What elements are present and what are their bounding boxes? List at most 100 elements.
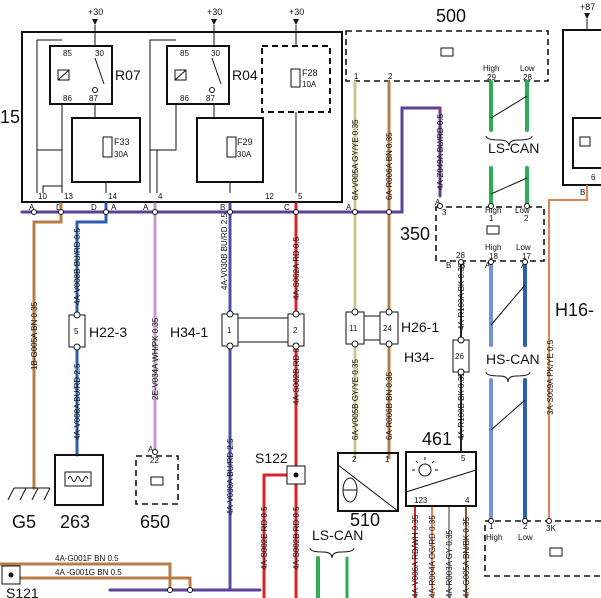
wire-label: 4A-V030B BU/RD 2.5	[220, 213, 229, 290]
module-label: 461	[422, 429, 452, 449]
svg-text:87: 87	[206, 94, 215, 103]
connector-label: H34-	[404, 349, 435, 365]
connector-h34-2: H34- 26	[404, 336, 470, 376]
svg-text:30A: 30A	[114, 150, 129, 159]
svg-text:2: 2	[293, 326, 298, 335]
supply-30-3: +30	[289, 7, 304, 32]
hs-can-pair: HS-CAN	[485, 260, 540, 522]
svg-text:18: 18	[489, 252, 498, 261]
svg-text:1: 1	[227, 326, 232, 335]
svg-text:A: A	[29, 203, 35, 212]
svg-text:13: 13	[64, 192, 73, 201]
module-right: 6 B	[562, 29, 601, 197]
svg-text:85: 85	[180, 49, 189, 58]
connector-h34-1: H34-1 1 2	[170, 310, 305, 350]
wire-label: 4A -G001G BN 0.5	[55, 568, 122, 577]
module-label: 350	[400, 224, 430, 244]
svg-text:B: B	[446, 261, 451, 270]
module-350: 350 High Low 1 2 High Low 18 17 28 B B A…	[400, 198, 545, 270]
connector-label: H26-1	[401, 319, 439, 335]
wire-label: 6A-R006B BN 0.35	[385, 371, 394, 440]
module-label: 510	[350, 510, 380, 530]
svg-text:26: 26	[455, 352, 464, 361]
wire-label: 6A-V005B GY/YE 0.35	[351, 359, 360, 440]
box-connector-letters: A D D A A B C A	[29, 203, 352, 212]
wire-4a-z049a	[20, 106, 442, 214]
relay-switch-icon	[211, 57, 222, 85]
svg-text:Low: Low	[516, 243, 531, 252]
relay-coil-icon	[174, 69, 187, 81]
ls-can-bottom: LS-CAN	[309, 527, 363, 598]
svg-text:2: 2	[352, 455, 357, 464]
svg-text:4: 4	[465, 496, 470, 505]
svg-text:5: 5	[74, 327, 79, 336]
svg-text:1: 1	[354, 72, 359, 81]
light-sensor-icon	[418, 463, 432, 477]
svg-text:A: A	[148, 445, 154, 454]
svg-text:5: 5	[461, 454, 466, 463]
relay-switch-icon	[94, 57, 105, 85]
splice-s122: S122	[255, 450, 306, 485]
svg-text:Low: Low	[520, 64, 535, 73]
connector-h22-3: 5 H22-3	[68, 311, 127, 351]
svg-text:30: 30	[95, 49, 104, 58]
svg-text:F33: F33	[114, 137, 130, 147]
ground-label: G5	[12, 512, 36, 532]
fuse-box-id: 15	[0, 107, 20, 127]
svg-text:14: 14	[108, 192, 117, 201]
module-500: 500 1 2 High Low 29 28	[345, 6, 549, 82]
connector-h26-1: 11 24 H26-1	[345, 308, 439, 348]
module-bottom-right: 1 2 High Low 3K	[484, 520, 601, 577]
fuse-relay-box: 15 85 30 86 87 R07 85 30 86 87	[0, 31, 343, 203]
wire-4a-g001f	[0, 562, 172, 592]
bus-junctions	[31, 203, 552, 593]
fuse-icon	[102, 136, 113, 158]
svg-text:C: C	[284, 203, 290, 212]
wire-label: 4A-G005A BN/BK 0.35	[462, 517, 471, 598]
wire-label: 4A-R100B BK 0.35	[457, 372, 466, 440]
wire-label: 3A-S009A PK/YE 0.5	[546, 339, 555, 415]
wire-label: 2E-V034A WH/PK 0.35	[151, 317, 160, 400]
svg-text:4: 4	[158, 192, 163, 201]
ground-g5: G5	[7, 487, 51, 532]
wire-label: 4A-S002B RD 0.5	[292, 341, 301, 405]
wire-label: 4A-R100A BK 0.35	[457, 262, 466, 330]
fuse-f33: F33 30A	[71, 117, 141, 183]
relay-r04: 85 30 86 87 R04	[166, 45, 258, 105]
wire-label: 4A-Z049A BU/RD 0.5	[436, 113, 445, 190]
wire-label: 6A-V005A GY/YE 0.35	[351, 119, 360, 200]
supply-label: +30	[289, 7, 304, 17]
svg-text:1: 1	[385, 455, 390, 464]
module-650: A 22 650	[135, 445, 179, 532]
svg-text:29: 29	[487, 73, 496, 82]
ls-can-top-pair: LS-CAN	[485, 80, 539, 208]
wire-label: 1B-G005A BN 0.35	[30, 301, 39, 370]
svg-text:28: 28	[456, 251, 465, 260]
hs-can-label: HS-CAN	[486, 351, 540, 367]
module-label: 650	[140, 512, 170, 532]
svg-text:A: A	[143, 203, 149, 212]
supply-label: +87	[580, 2, 595, 12]
splice-label: S121	[6, 585, 39, 598]
svg-text:F28: F28	[302, 68, 318, 78]
relay-coil-icon	[57, 69, 70, 81]
svg-text:85: 85	[63, 49, 72, 58]
module-chip-icon	[150, 476, 164, 486]
connector-h16-label: H16-	[555, 300, 594, 320]
fuse-f29: F29 30A	[196, 117, 264, 183]
svg-text:30: 30	[211, 49, 220, 58]
module-510: 2 1 510	[337, 452, 399, 530]
supply-30-1: +30	[88, 7, 103, 32]
supply-label: +30	[88, 7, 103, 17]
svg-text:11: 11	[349, 324, 358, 333]
svg-text:17: 17	[522, 252, 531, 261]
module-label: 263	[60, 512, 90, 532]
splice-label: S122	[255, 450, 288, 466]
connector-label: H22-3	[89, 324, 127, 340]
wire-label: 6A-R006A BN 0.35	[385, 132, 394, 200]
relay-coil-icon	[579, 136, 591, 147]
svg-text:28: 28	[523, 73, 532, 82]
svg-text:1: 1	[489, 214, 494, 223]
svg-text:22: 22	[150, 456, 159, 465]
